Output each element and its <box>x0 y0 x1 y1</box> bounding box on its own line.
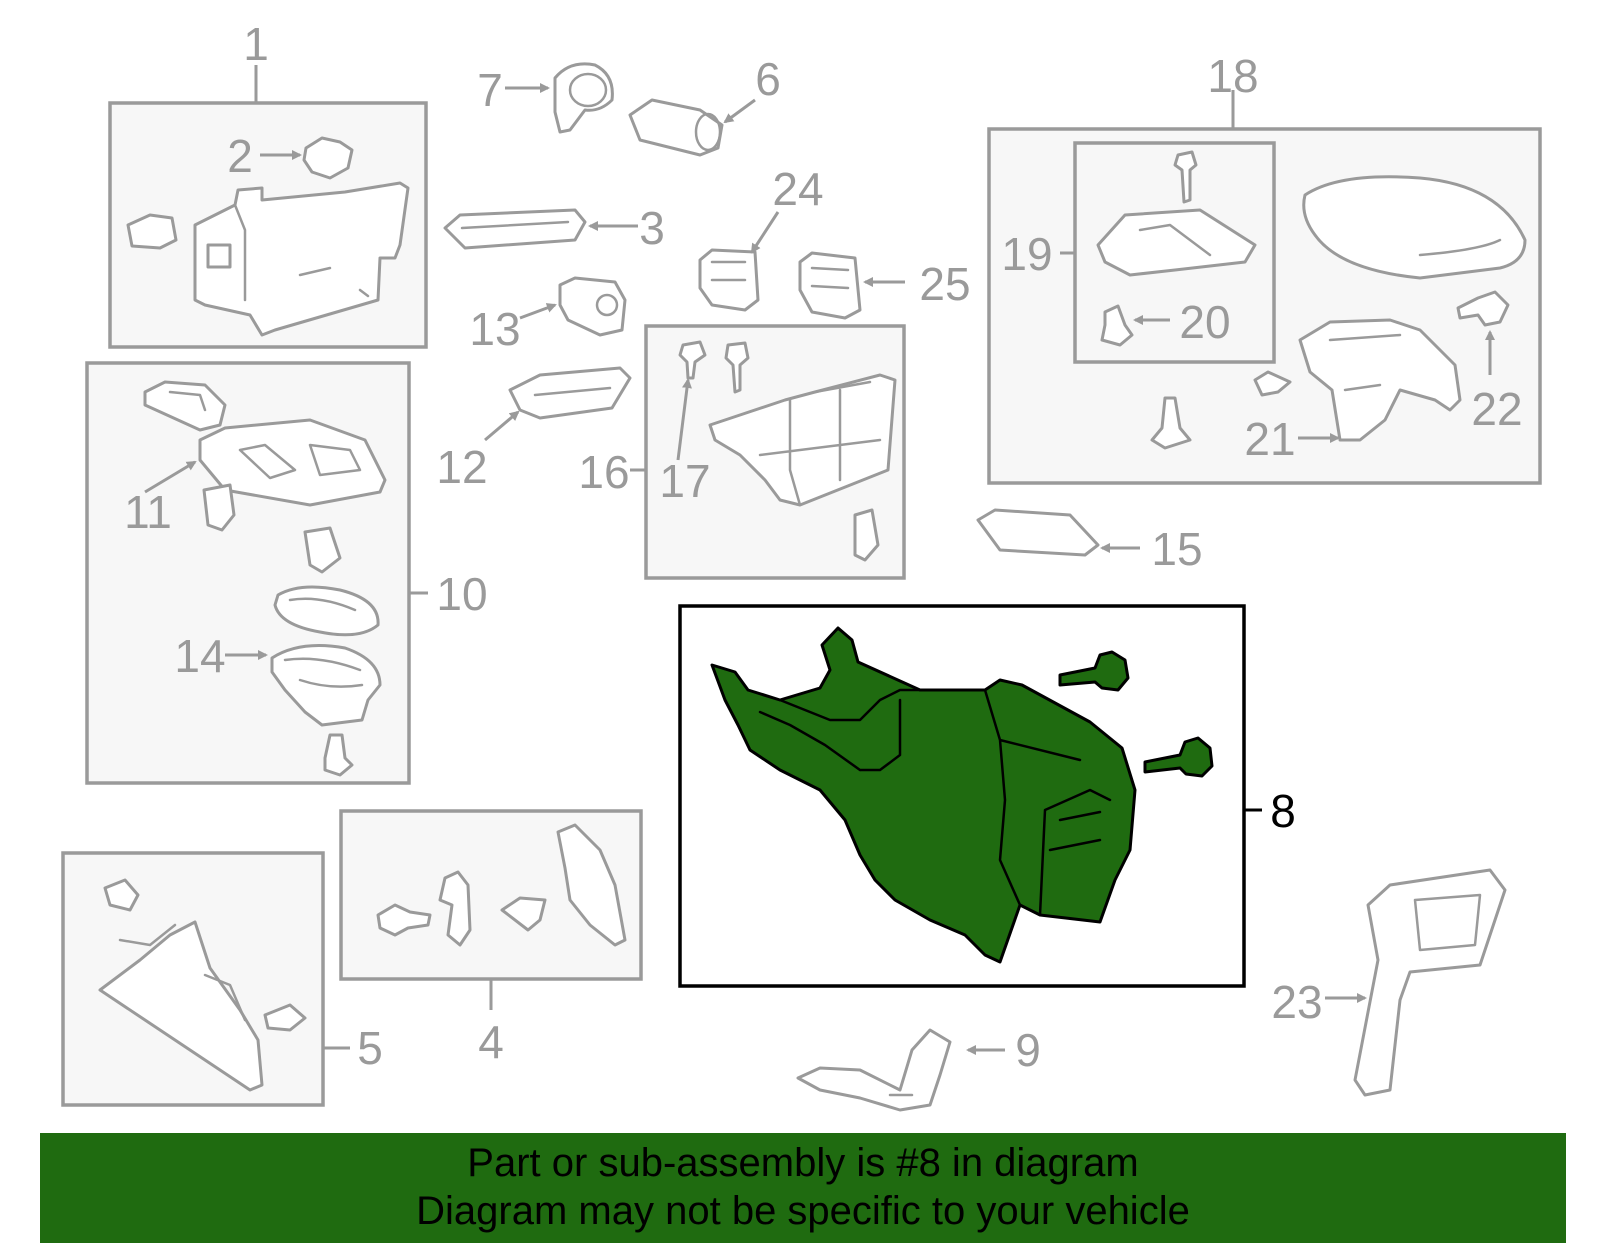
callout-15: 15 <box>1151 523 1202 575</box>
callout-14: 14 <box>174 630 225 682</box>
part-group-4[interactable]: 4 <box>339 809 643 1068</box>
callout-21: 21 <box>1244 413 1295 465</box>
console-body <box>710 626 1137 964</box>
part-25[interactable]: 25 <box>798 251 971 320</box>
callout-23: 23 <box>1271 976 1322 1028</box>
banner-line-1: Part or sub-assembly is #8 in diagram <box>467 1141 1139 1185</box>
callout-12: 12 <box>436 441 487 493</box>
callout-11: 11 <box>124 486 172 538</box>
callout-10: 10 <box>436 568 487 620</box>
callout-5: 5 <box>357 1022 383 1074</box>
callout-24: 24 <box>772 163 823 215</box>
callout-17: 17 <box>659 455 710 507</box>
part-group-1[interactable]: 1 2 <box>108 18 428 349</box>
part-group-16[interactable]: 16 17 <box>578 324 906 580</box>
part-7[interactable]: 7 <box>477 62 614 134</box>
part-13[interactable]: 13 <box>469 276 627 355</box>
callout-19: 19 <box>1001 228 1052 280</box>
callout-3: 3 <box>639 202 665 254</box>
callout-2: 2 <box>227 130 253 182</box>
part-group-5[interactable]: 5 <box>61 851 383 1107</box>
callout-1: 1 <box>243 18 269 70</box>
callout-8: 8 <box>1270 785 1296 837</box>
notice-banner: Part or sub-assembly is #8 in diagram Di… <box>40 1133 1566 1243</box>
part-15[interactable]: 15 <box>976 508 1203 575</box>
part-3[interactable]: 3 <box>443 202 665 254</box>
part-group-10[interactable]: 10 11 14 <box>85 361 488 785</box>
callout-18: 18 <box>1207 50 1258 102</box>
part-group-18[interactable]: 18 19 20 22 21 <box>987 50 1542 485</box>
part-6[interactable]: 6 <box>628 53 781 157</box>
callout-7: 7 <box>477 64 503 116</box>
part-24[interactable]: 24 <box>698 163 824 312</box>
callout-6: 6 <box>755 53 781 105</box>
banner-line-2: Diagram may not be specific to your vehi… <box>416 1189 1190 1233</box>
callout-9: 9 <box>1015 1024 1041 1076</box>
part-23[interactable]: 23 <box>1271 868 1507 1097</box>
callout-20: 20 <box>1179 296 1230 348</box>
callout-25: 25 <box>919 258 970 310</box>
part-9[interactable]: 9 <box>796 1024 1041 1112</box>
part-12[interactable]: 12 <box>436 366 632 493</box>
callout-16: 16 <box>578 446 629 498</box>
callout-13: 13 <box>469 303 520 355</box>
callout-22: 22 <box>1471 383 1522 435</box>
callout-4: 4 <box>478 1016 504 1068</box>
part-group-8-highlighted[interactable]: 8 <box>678 604 1296 988</box>
